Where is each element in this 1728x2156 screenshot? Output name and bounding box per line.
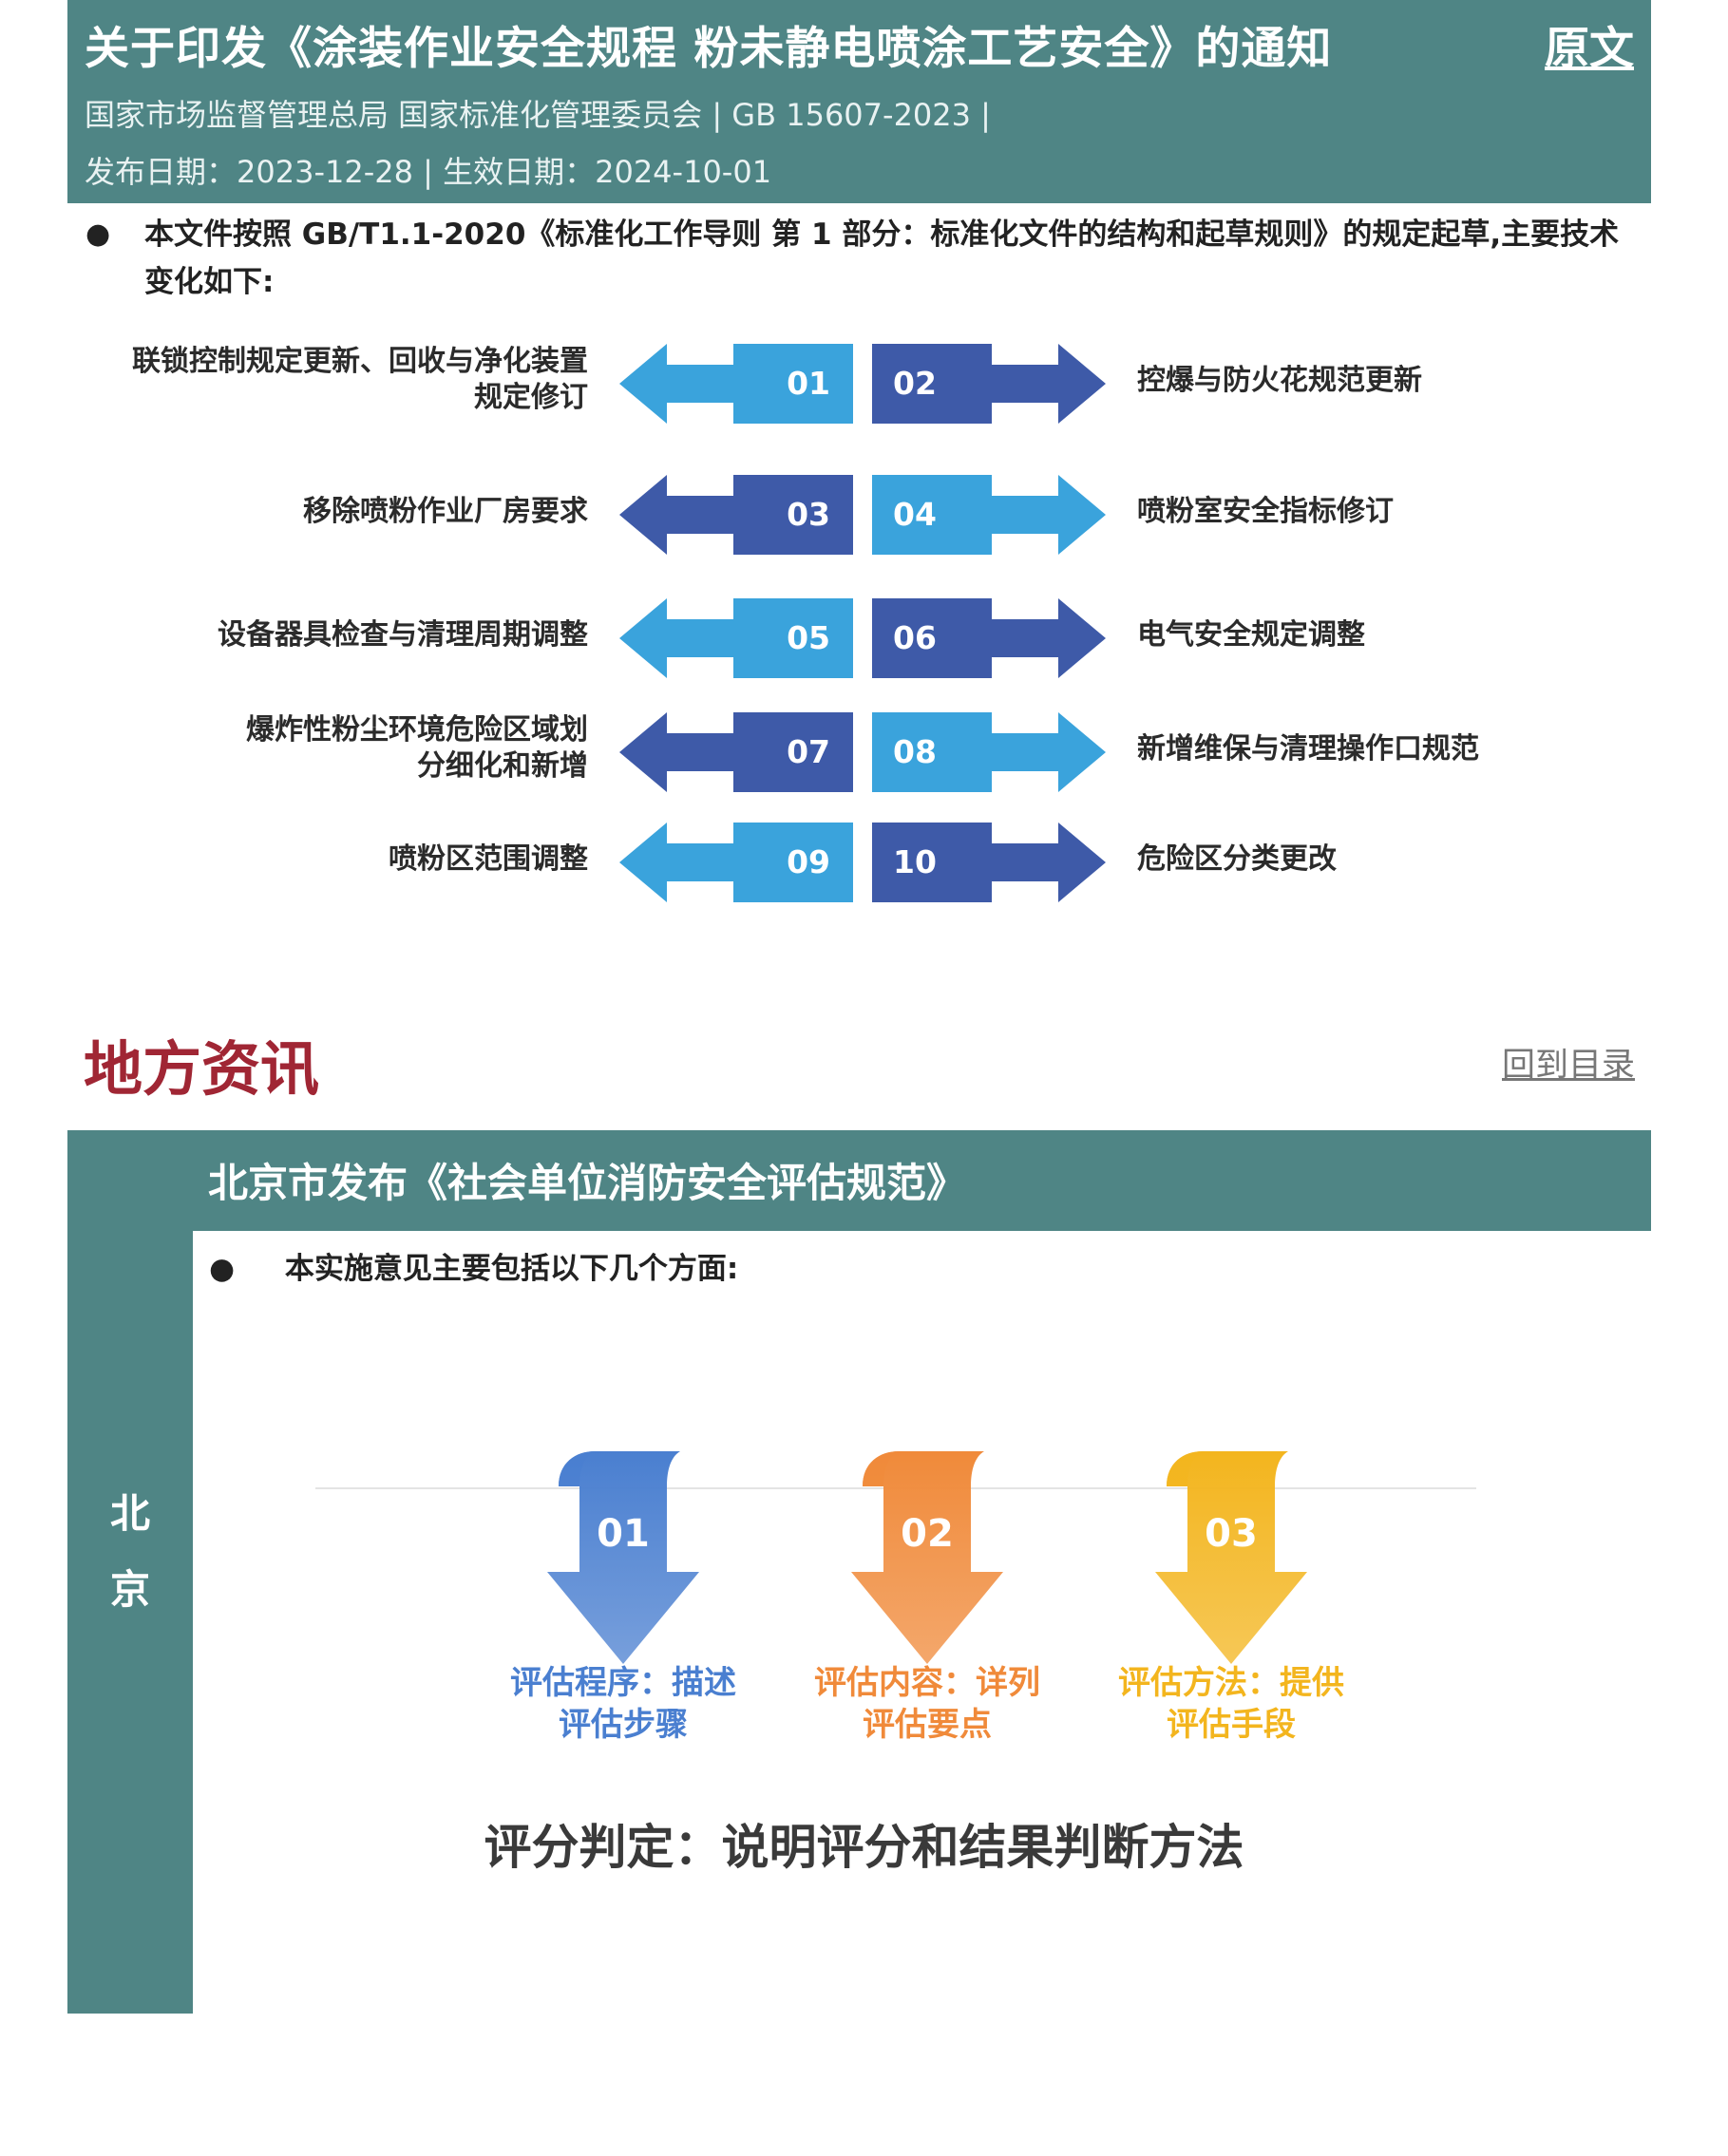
card-header: 北京市发布《社会单位消防安全评估规范》 (67, 1130, 1651, 1231)
change-label-left: 联锁控制规定更新、回收与净化装置规定修订 (132, 345, 588, 414)
right-arrow-icon: 02 (872, 344, 1106, 424)
change-label-left: 移除喷粉作业厂房要求 (303, 495, 588, 528)
change-row: 设备器具检查与清理周期调整 05 06 电气安全规定调整 (0, 598, 1728, 684)
card-bullet-line: ● 本实施意见主要包括以下几个方面: (209, 1244, 738, 1287)
change-label-right: 危险区分类更改 (1137, 842, 1337, 876)
step-number: 02 (901, 1512, 954, 1556)
change-label-right: 喷粉室安全指标修订 (1137, 495, 1394, 528)
step-label-line: 评估内容：详列 (814, 1664, 1040, 1702)
step-label-line: 评估手段 (1167, 1706, 1296, 1744)
left-arrow-icon: 01 (619, 344, 853, 424)
intro-paragraph: ● 本文件按照 GB/T1.1-2020《标准化工作导则 第 1 部分：标准化文… (85, 211, 1643, 306)
change-number: 05 (787, 619, 830, 656)
step-label-line: 评估程序：描述 (510, 1664, 736, 1702)
region-char: 京 (109, 1566, 150, 1613)
notice-header: 关于印发《涂装作业安全规程 粉未静电喷涂工艺安全》的通知 原文 国家市场监督管理… (67, 0, 1651, 203)
notice-title: 关于印发《涂装作业安全规程 粉未静电喷涂工艺安全》的通知 (85, 23, 1333, 75)
intro-text: 本文件按照 GB/T1.1-2020《标准化工作导则 第 1 部分：标准化文件的… (144, 217, 1620, 299)
card-bullet-text: 本实施意见主要包括以下几个方面: (284, 1252, 739, 1286)
notice-issuers: 国家市场监督管理总局 国家标准化管理委员会 | GB 15607-2023 | (85, 97, 991, 133)
step-label-line: 评估步骤 (559, 1706, 688, 1744)
notice-dates: 发布日期：2023-12-28 | 生效日期：2024-10-01 (85, 154, 772, 190)
left-arrow-icon: 07 (619, 712, 853, 792)
back-to-toc-link[interactable]: 回到目录 (1501, 1047, 1635, 1085)
step-label: 评估内容：详列评估要点 (775, 1662, 1079, 1746)
change-number: 03 (787, 496, 830, 533)
bullet-icon: ● (85, 217, 111, 251)
change-row: 喷粉区范围调整 09 10 危险区分类更改 (0, 823, 1728, 908)
change-label-right: 新增维保与清理操作口规范 (1137, 732, 1479, 766)
change-label-left: 喷粉区范围调整 (389, 842, 588, 876)
change-label-right: 控爆与防火花规范更新 (1137, 364, 1422, 397)
scoring-summary: 评分判定：说明评分和结果判断方法 (484, 1820, 1244, 1875)
section-title: 地方资讯 (84, 1034, 320, 1104)
card-title: 北京市发布《社会单位消防安全评估规范》 (208, 1160, 967, 1206)
step-label: 评估方法：提供评估手段 (1079, 1662, 1383, 1746)
change-number: 07 (787, 733, 830, 770)
step-arrow-icon: 03 (1146, 1444, 1317, 1672)
left-arrow-icon: 05 (619, 598, 853, 678)
change-row: 移除喷粉作业厂房要求 03 04 喷粉室安全指标修订 (0, 475, 1728, 560)
original-text-link[interactable]: 原文 (1545, 23, 1634, 75)
right-arrow-icon: 08 (872, 712, 1106, 792)
step-label-line: 评估方法：提供 (1118, 1664, 1344, 1702)
step-label-line: 评估要点 (863, 1706, 992, 1744)
right-arrow-icon: 04 (872, 475, 1106, 555)
step-number: 03 (1205, 1512, 1258, 1556)
change-label-left: 设备器具检查与清理周期调整 (218, 618, 588, 652)
change-number: 02 (893, 365, 937, 402)
step-label: 评估程序：描述评估步骤 (471, 1662, 775, 1746)
change-row: 联锁控制规定更新、回收与净化装置规定修订 01 02 控爆与防火花规范更新 (0, 344, 1728, 429)
change-label-right: 电气安全规定调整 (1137, 618, 1365, 652)
left-arrow-icon: 03 (619, 475, 853, 555)
change-number: 06 (893, 619, 937, 656)
left-arrow-icon: 09 (619, 823, 853, 902)
change-number: 04 (893, 496, 937, 533)
bullet-icon: ● (209, 1252, 236, 1286)
change-number: 10 (893, 843, 937, 880)
right-arrow-icon: 10 (872, 823, 1106, 902)
change-label-left: 爆炸性粉尘环境危险区域划分细化和新增 (246, 713, 588, 783)
step-arrow-icon: 01 (538, 1444, 709, 1672)
region-sidebar: 北 京 (67, 1130, 193, 2014)
region-char: 北 (109, 1490, 150, 1537)
step-arrow-icon: 02 (842, 1444, 1013, 1672)
change-row: 爆炸性粉尘环境危险区域划分细化和新增 07 08 新增维保与清理操作口规范 (0, 712, 1728, 798)
step-number: 01 (597, 1512, 650, 1556)
change-number: 08 (893, 733, 937, 770)
right-arrow-icon: 06 (872, 598, 1106, 678)
change-number: 01 (787, 365, 830, 402)
change-number: 09 (787, 843, 830, 880)
